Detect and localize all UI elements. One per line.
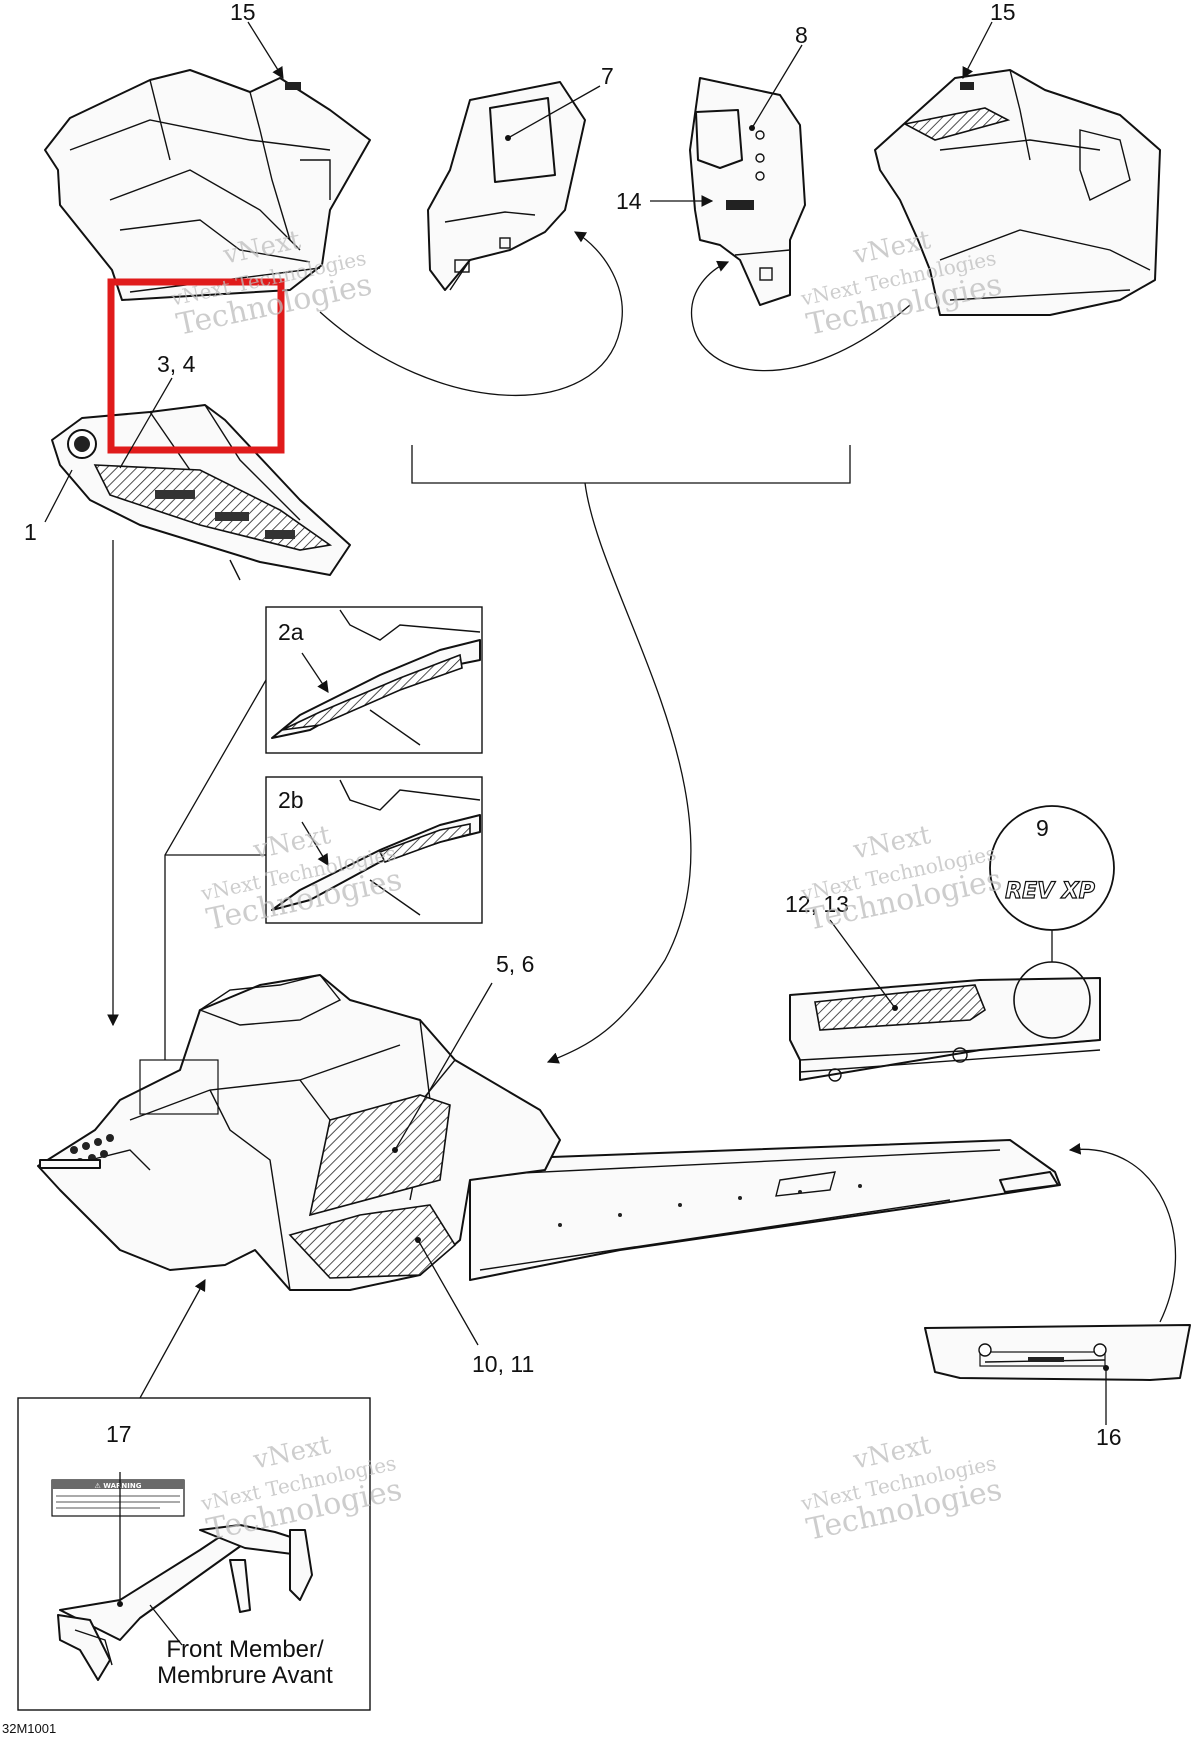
- callout-10-11: 10, 11: [472, 1351, 534, 1377]
- side-detail-part: [789, 977, 1101, 1082]
- callout-7: 7: [601, 63, 614, 89]
- rev-xp-badge-text: REV XP: [1005, 879, 1095, 904]
- drawing-code: 32M1001: [2, 1721, 56, 1736]
- callout-17: 17: [106, 1421, 132, 1447]
- callout-16: 16: [1096, 1424, 1122, 1450]
- watermark-top-left: vNext vNext Technologies Technologies: [168, 225, 375, 343]
- callout-labels: 15 15 7 8 14 3, 4 1 2a 2b 9 12, 13 5, 6 …: [24, 0, 1122, 1450]
- callout-1: 1: [24, 519, 37, 545]
- callout-8: 8: [795, 22, 808, 48]
- main-sled: [37, 974, 1061, 1291]
- watermark-mid-right: vNext vNext Technologies Technologies: [798, 820, 1005, 938]
- callout-3-4: 3, 4: [157, 351, 196, 377]
- front-member-part: [57, 1524, 313, 1681]
- rear-flap-part: [924, 1324, 1191, 1381]
- detail-box-2a: [265, 606, 483, 754]
- watermark-top-right: vNext vNext Technologies Technologies: [798, 225, 1005, 343]
- callout-5-6: 5, 6: [496, 951, 534, 977]
- callout-15-left: 15: [230, 0, 256, 25]
- front-member-box: ⚠ WARNING: [17, 1397, 371, 1711]
- callout-9: 9: [1036, 815, 1049, 841]
- detail-box-2b: [265, 776, 483, 924]
- callout-15-right: 15: [990, 0, 1016, 25]
- caption-line-1: Front Member/: [166, 1636, 324, 1663]
- caption-line-2: Membrure Avant: [157, 1662, 333, 1689]
- console-panel-right: [689, 77, 806, 306]
- callout-2b: 2b: [278, 787, 304, 813]
- tunnel-rivets: [558, 1184, 862, 1227]
- left-side-panel: [44, 69, 371, 301]
- callout-12-13: 12, 13: [785, 891, 849, 917]
- callout-2a: 2a: [278, 619, 304, 645]
- leader-lines: [44, 21, 1177, 1646]
- warning-label-text: ⚠ WARNING: [95, 1482, 142, 1490]
- hood-decal-part: [51, 404, 351, 581]
- highlight-box: [107, 278, 285, 454]
- zoom-circle: REV XP: [989, 805, 1115, 1039]
- callout-14: 14: [616, 188, 642, 214]
- watermark-bottom-right: vNext vNext Technologies Technologies: [798, 1430, 1005, 1548]
- warning-label: ⚠ WARNING: [51, 1479, 185, 1517]
- front-member-caption: Front Member/ Membrure Avant: [157, 1636, 333, 1689]
- console-panel-left: [427, 81, 586, 291]
- right-side-panel: [874, 69, 1161, 316]
